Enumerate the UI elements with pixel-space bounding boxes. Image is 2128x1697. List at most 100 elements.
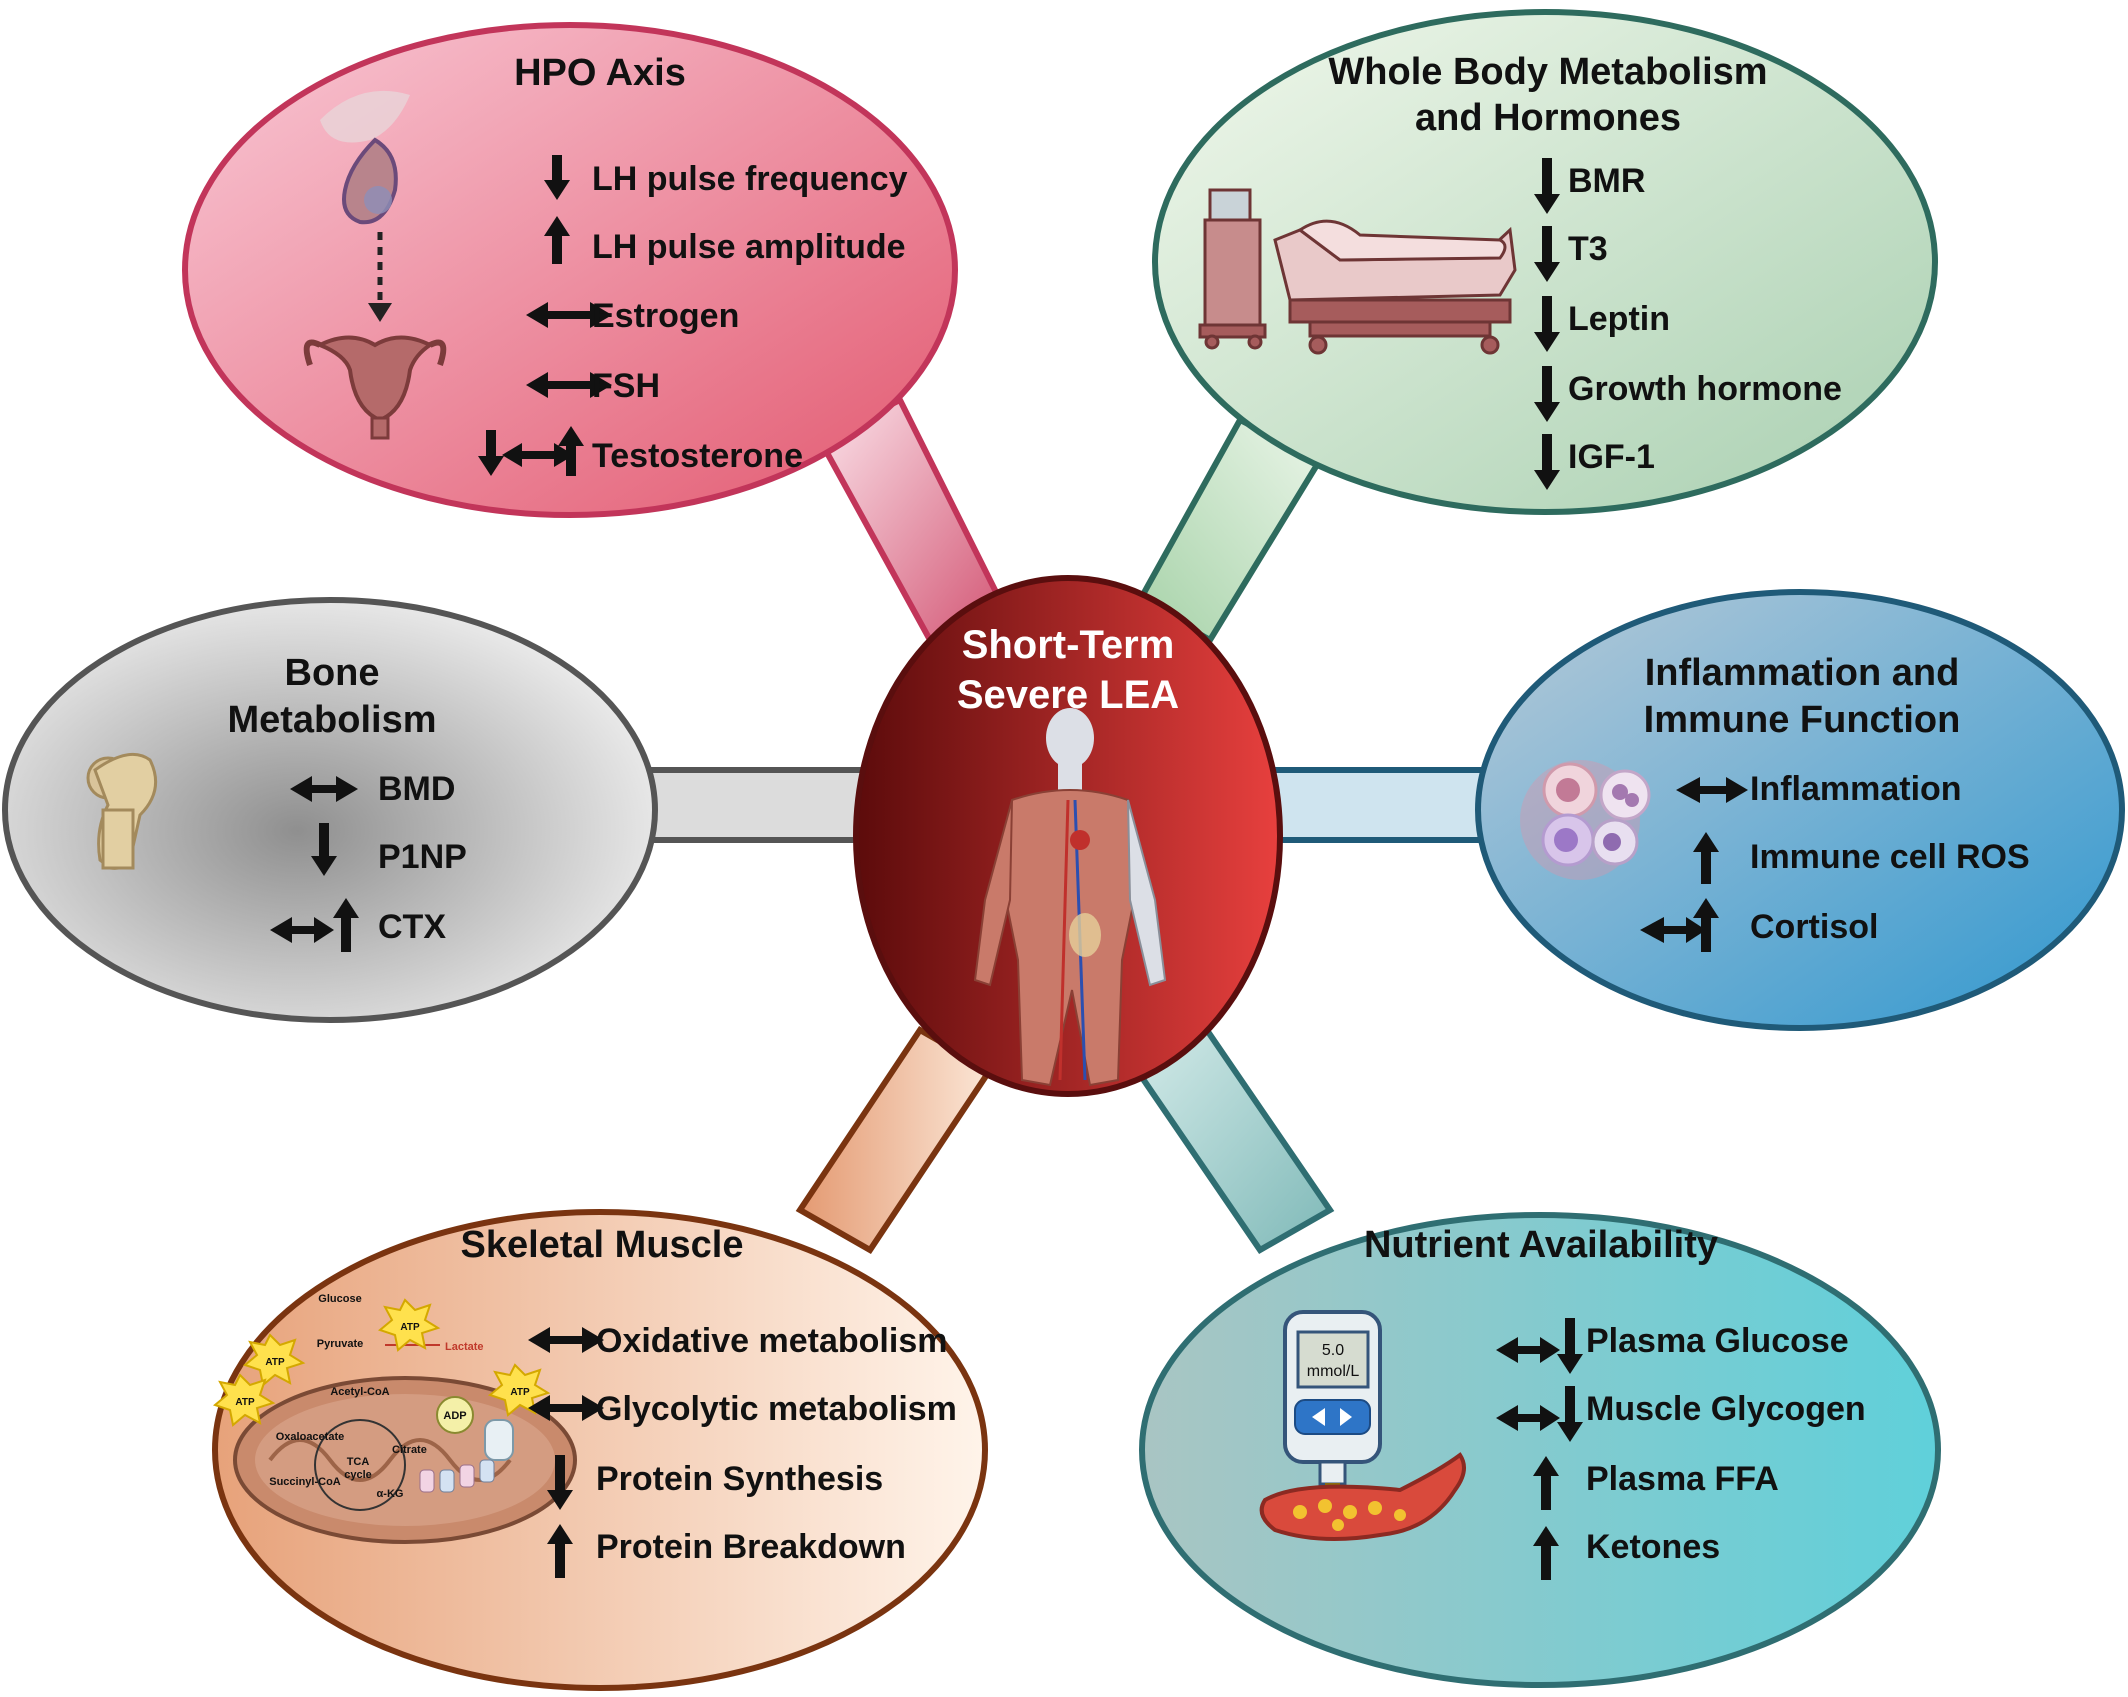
- nutrient-item-2: Muscle Glycogen: [1586, 1390, 1866, 1428]
- svg-text:ATP: ATP: [265, 1357, 285, 1368]
- arm-bone: [637, 767, 883, 843]
- hpo-item-2: LH pulse amplitude: [592, 228, 906, 266]
- arrow-both-icon: [526, 302, 612, 328]
- arrow-both-icon: [1496, 1337, 1560, 1363]
- hospital-bed-icon: [1198, 188, 1517, 355]
- arrow-up-icon: [544, 216, 570, 264]
- arrow-up-icon: [1533, 1526, 1559, 1580]
- muscle-item-3: Protein Synthesis: [596, 1460, 883, 1498]
- glucose-label: Glucose: [318, 1293, 361, 1305]
- hpo-item-3: Estrogen: [592, 297, 739, 335]
- immune-item-1: Inflammation: [1750, 770, 1962, 808]
- glucose-meter-icon: 5.0 mmol/L: [1283, 1310, 1382, 1501]
- human-body-icon: [973, 708, 1167, 1087]
- hpo-axis-panel: HPO Axis LH pulse frequency LH pulse amp…: [182, 22, 958, 518]
- hpo-item-5: Testosterone: [592, 437, 803, 475]
- atp-burst-icon: ATP: [242, 1333, 306, 1387]
- meter-unit: mmol/L: [1307, 1363, 1360, 1380]
- tca-label-2: cycle: [344, 1469, 372, 1481]
- femur-icon: [86, 752, 158, 870]
- arrow-down-icon: [547, 1455, 573, 1510]
- arrow-both-icon: [1640, 917, 1706, 943]
- arrow-down-icon: [1534, 366, 1560, 422]
- meter-value: 5.0: [1322, 1342, 1344, 1359]
- muscle-title: Skeletal Muscle: [460, 1224, 743, 1266]
- arrow-up-icon: [1533, 1456, 1559, 1510]
- bone-arrows: [270, 776, 359, 952]
- arrow-both-icon: [1496, 1405, 1560, 1431]
- tca-label-1: TCA: [347, 1456, 370, 1468]
- svg-text:ADP: ADP: [443, 1410, 466, 1422]
- metabolism-title-line1: Whole Body Metabolism: [1328, 51, 1767, 93]
- uterus-icon: [303, 335, 447, 440]
- citrate-label: Citrate: [392, 1444, 427, 1456]
- metabolism-item-1: BMR: [1568, 162, 1645, 200]
- bone-item-3: CTX: [378, 908, 446, 946]
- bone-item-2: P1NP: [378, 838, 467, 876]
- arrow-both-icon: [526, 372, 612, 398]
- arrow-both-icon: [502, 443, 574, 467]
- metabolism-item-5: IGF-1: [1568, 438, 1655, 476]
- hpo-arrows: [478, 155, 612, 476]
- center-node: Short-Term Severe LEA: [853, 575, 1283, 1097]
- atp-burst-icon: ATP: [377, 1298, 441, 1352]
- akg-label: α-KG: [377, 1488, 404, 1500]
- arrow-up-icon: [333, 898, 359, 952]
- nutrient-item-4: Ketones: [1586, 1528, 1720, 1566]
- bone-item-1: BMD: [378, 770, 455, 808]
- immune-cells-icon: [1520, 760, 1651, 880]
- arrow-down-icon: [1557, 1386, 1583, 1442]
- center-title-line1: Short-Term: [962, 623, 1175, 667]
- arrow-up-icon: [547, 1524, 573, 1578]
- svg-text:ATP: ATP: [510, 1387, 530, 1398]
- metabolism-item-3: Leptin: [1568, 300, 1670, 338]
- atp-synthase-icon: [419, 1419, 514, 1493]
- nutrient-panel: Nutrient Availability 5.0 mmol/L Pl: [1139, 1212, 1941, 1688]
- mitochondria-diagram: Glucose Pyruvate Lactate Acetyl-CoA Oxal…: [212, 1293, 577, 1544]
- arrow-down-icon: [1534, 296, 1560, 352]
- muscle-arrows: [528, 1327, 604, 1578]
- lactate-label: Lactate: [445, 1341, 484, 1353]
- arrow-down-icon: [1534, 226, 1560, 282]
- metabolism-item-2: T3: [1568, 230, 1608, 268]
- arrow-up-icon: [558, 426, 584, 476]
- arrow-both-icon: [528, 1395, 604, 1421]
- arrow-down-icon: [1534, 158, 1560, 214]
- nutrient-item-1: Plasma Glucose: [1586, 1322, 1849, 1360]
- oxaloacetate-label: Oxaloacetate: [276, 1431, 344, 1443]
- metabolism-title-line2: and Hormones: [1415, 97, 1681, 139]
- bone-title-line1: Bone: [285, 652, 380, 694]
- succinyl-coa-label: Succinyl-CoA: [269, 1476, 341, 1488]
- nutrient-item-3: Plasma FFA: [1586, 1460, 1779, 1498]
- arrow-both-icon: [290, 776, 358, 802]
- bone-panel: Bone Metabolism BMD P1NP CTX: [2, 597, 658, 1023]
- arrow-down-icon: [478, 430, 504, 476]
- immune-item-3: Cortisol: [1750, 908, 1878, 946]
- svg-text:ATP: ATP: [400, 1322, 420, 1333]
- hpo-title: HPO Axis: [514, 52, 686, 94]
- arrow-both-icon: [270, 917, 334, 943]
- arrow-up-icon: [1693, 832, 1719, 884]
- immune-item-2: Immune cell ROS: [1750, 838, 2030, 876]
- bone-title-line2: Metabolism: [227, 699, 436, 741]
- muscle-item-4: Protein Breakdown: [596, 1528, 906, 1566]
- arrow-down-icon: [1534, 434, 1560, 490]
- hpo-item-4: FSH: [592, 367, 660, 405]
- pituitary-icon: [320, 90, 410, 225]
- muscle-item-1: Oxidative metabolism: [596, 1322, 947, 1360]
- arrow-up-icon: [1693, 898, 1719, 952]
- metabolism-panel: Whole Body Metabolism and Hormones BMR T…: [1152, 9, 1938, 515]
- atp-burst-icon: ATP: [487, 1363, 551, 1417]
- adp-icon: ADP: [436, 1396, 474, 1434]
- svg-text:ATP: ATP: [235, 1397, 255, 1408]
- muscle-item-2: Glycolytic metabolism: [596, 1390, 957, 1428]
- acetyl-coa-label: Acetyl-CoA: [330, 1386, 389, 1398]
- arm-muscle: [795, 1026, 995, 1254]
- immune-arrows: [1640, 777, 1748, 952]
- immune-panel: Inflammation and Immune Function Inflamm…: [1475, 589, 2125, 1031]
- immune-title-line2: Immune Function: [1644, 699, 1961, 741]
- pyruvate-label: Pyruvate: [317, 1338, 363, 1350]
- arrow-down-icon: [544, 155, 570, 200]
